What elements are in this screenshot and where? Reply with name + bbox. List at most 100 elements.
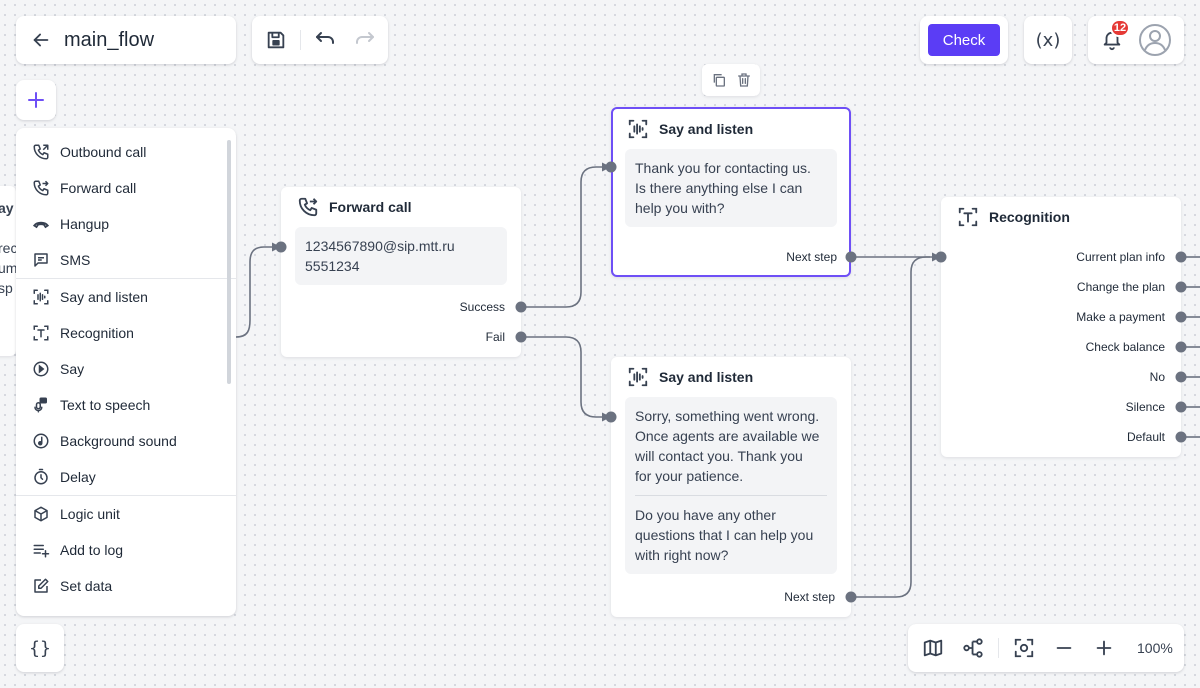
notifications-bell-icon[interactable]: 12 <box>1100 19 1130 52</box>
copy-icon[interactable] <box>710 71 728 89</box>
node-actions-toolbar <box>702 64 760 96</box>
port-label: Make a payment <box>1076 310 1165 324</box>
menu-item-label: Hangup <box>60 216 110 232</box>
port-label: No <box>1149 370 1165 384</box>
menu-divider <box>16 495 236 496</box>
menu-item-label: Delay <box>60 469 96 485</box>
node-body-line: Thank you for contacting us. <box>635 160 811 176</box>
menu-item-logic-unit[interactable]: Logic unit <box>16 496 236 532</box>
zoom-in-icon[interactable] <box>1093 637 1115 659</box>
recognition-icon <box>957 206 979 228</box>
port-label: Check balance <box>1085 340 1165 354</box>
node-body-divider <box>635 495 827 496</box>
menu-scrollbar[interactable] <box>227 140 231 384</box>
menu-item-say[interactable]: Say <box>16 351 236 387</box>
port-label: Default <box>1126 430 1165 444</box>
save-icon[interactable] <box>264 28 288 52</box>
port-label-fail: Fail <box>485 330 505 344</box>
menu-item-hangup[interactable]: Hangup <box>16 206 236 242</box>
menu-item-label: Add to log <box>60 542 124 558</box>
variables-button[interactable]: (x) <box>1024 16 1072 64</box>
menu-item-label: Say and listen <box>60 289 148 305</box>
forward-call-icon <box>32 179 50 197</box>
edit-toolbar <box>252 16 388 64</box>
offscreen-node-line: sp <box>0 280 13 296</box>
auto-layout-icon[interactable] <box>962 637 984 659</box>
undo-icon[interactable] <box>313 28 337 52</box>
node-forward-call[interactable]: Forward call 1234567890@sip.mtt.ru 55512… <box>281 187 521 357</box>
menu-item-background-sound[interactable]: Background sound <box>16 423 236 459</box>
say-and-listen-icon <box>627 118 649 140</box>
zoom-level[interactable]: 100% <box>1137 640 1173 656</box>
menu-item-set-data[interactable]: Set data <box>16 568 236 604</box>
menu-item-recognition[interactable]: Recognition <box>16 315 236 351</box>
menu-item-forward-call[interactable]: Forward call <box>16 170 236 206</box>
redo-icon[interactable] <box>353 28 377 52</box>
canvas-controls: 100% <box>908 624 1184 672</box>
node-body-line: Is there anything else I can <box>635 180 803 196</box>
menu-item-outbound-call[interactable]: Outbound call <box>16 134 236 170</box>
offscreen-node-line: rec <box>0 240 18 256</box>
menu-item-label: Logic unit <box>60 506 120 522</box>
say-and-listen-icon <box>627 366 649 388</box>
delete-icon[interactable] <box>735 71 753 89</box>
text-to-speech-icon <box>32 396 50 414</box>
menu-item-add-to-log[interactable]: Add to log <box>16 532 236 568</box>
node-body-line: for your patience. <box>635 468 744 484</box>
notifications-badge: 12 <box>1110 19 1130 37</box>
background-sound-icon <box>32 432 50 450</box>
node-body-line: Do you have any other <box>635 507 776 523</box>
port-label: Change the plan <box>1076 280 1165 294</box>
flow-title[interactable]: main_flow <box>64 28 155 51</box>
menu-item-label: Recognition <box>60 325 134 341</box>
zoom-out-icon[interactable] <box>1053 637 1075 659</box>
node-recognition[interactable]: Recognition Current plan info Change the… <box>941 197 1181 457</box>
menu-item-delay[interactable]: Delay <box>16 459 236 495</box>
fit-view-icon[interactable] <box>1013 637 1035 659</box>
toolbar-divider <box>300 30 301 50</box>
menu-item-label: Say <box>60 361 85 377</box>
check-panel: Check <box>920 16 1008 64</box>
node-body-line: with right now? <box>635 547 729 563</box>
add-to-log-icon <box>32 541 50 559</box>
port-label-success: Success <box>459 300 505 314</box>
offscreen-node-line: um <box>0 260 18 276</box>
node-body-line: 5551234 <box>305 258 360 274</box>
check-button[interactable]: Check <box>928 24 1000 56</box>
say-and-listen-icon <box>32 288 50 306</box>
logic-unit-icon <box>32 505 50 523</box>
json-editor-button[interactable]: {} <box>16 624 64 672</box>
back-arrow-icon[interactable] <box>30 29 52 51</box>
delay-icon <box>32 468 50 486</box>
menu-item-say-and-listen[interactable]: Say and listen <box>16 279 236 315</box>
map-icon[interactable] <box>922 637 944 659</box>
outbound-call-icon <box>32 143 50 161</box>
node-title: Say and listen <box>659 369 754 385</box>
add-block-menu: Outbound call Forward call Hangup SMS Sa… <box>16 128 236 616</box>
forward-call-icon <box>297 196 319 218</box>
node-body: Sorry, something went wrong. Once agents… <box>625 397 837 574</box>
port-label: Current plan info <box>1076 250 1165 264</box>
port-label-next-step: Next step <box>786 250 837 264</box>
user-panel: 12 <box>1088 16 1184 64</box>
menu-item-sms[interactable]: SMS <box>16 242 236 278</box>
node-body-line: Once agents are available we <box>635 428 820 444</box>
add-block-button[interactable] <box>16 80 56 120</box>
node-body-line: help you with? <box>635 200 725 216</box>
node-body: Thank you for contacting us. Is there an… <box>625 149 837 227</box>
controls-divider <box>998 638 999 658</box>
node-title: Recognition <box>989 209 1070 225</box>
node-say-and-listen-2[interactable]: Say and listen Sorry, something went wro… <box>611 357 851 617</box>
offscreen-node[interactable]: ay rec um sp <box>0 186 18 356</box>
menu-divider <box>16 278 236 279</box>
menu-item-label: Background sound <box>60 433 177 449</box>
node-title: Forward call <box>329 199 412 215</box>
port-label-next-step: Next step <box>784 590 835 604</box>
menu-item-text-to-speech[interactable]: Text to speech <box>16 387 236 423</box>
recognition-icon <box>32 324 50 342</box>
menu-item-label: SMS <box>60 252 91 268</box>
node-say-and-listen-1[interactable]: Say and listen Thank you for contacting … <box>611 107 851 277</box>
user-avatar-icon[interactable] <box>1138 23 1172 57</box>
node-title: Say and listen <box>659 121 754 137</box>
plus-icon <box>27 91 45 109</box>
